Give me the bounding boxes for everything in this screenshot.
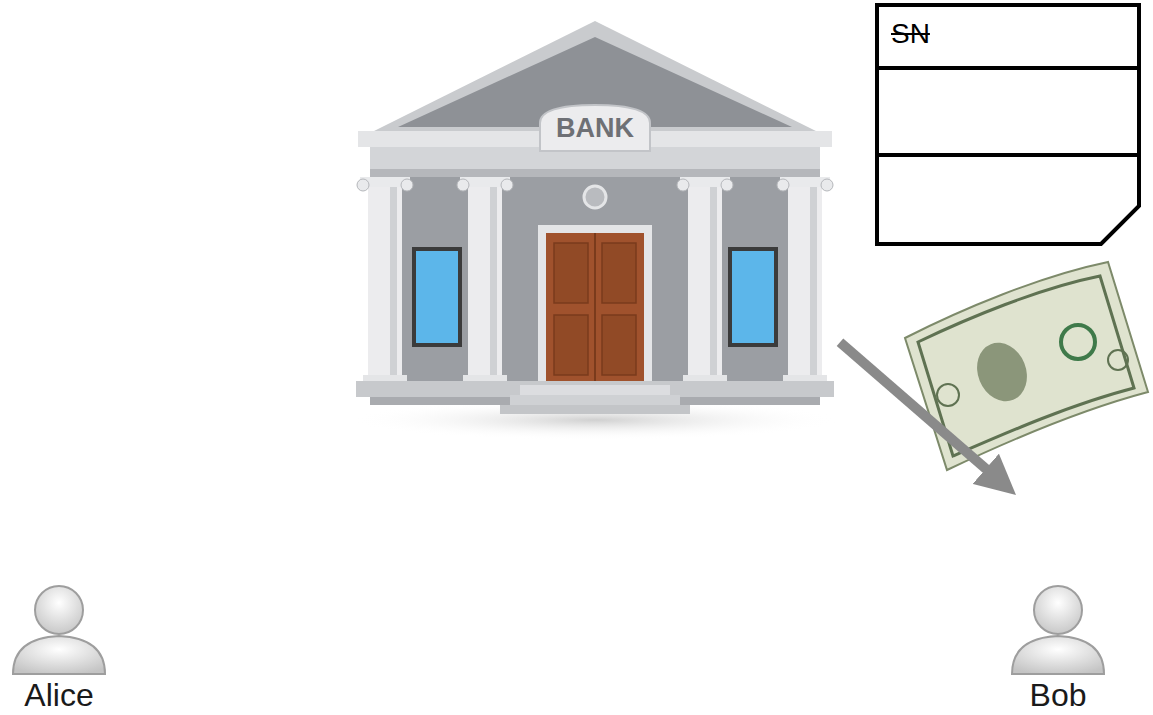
ground-shadow (350, 400, 840, 440)
column-scroll (357, 179, 369, 191)
ledger-outline (877, 5, 1139, 244)
bill-number-circle (1108, 350, 1128, 370)
bill-paper (905, 262, 1148, 470)
column-shaft (368, 187, 402, 377)
ledger-row-line (877, 66, 1139, 70)
bill-border (918, 276, 1134, 456)
door-panel (602, 243, 636, 303)
column-scroll (401, 179, 413, 191)
step (510, 395, 680, 405)
column-shade (390, 187, 397, 377)
bill-portrait (969, 335, 1036, 409)
column-scroll (457, 179, 469, 191)
column-shade (490, 187, 497, 377)
column-shaft (468, 187, 502, 377)
node-label: Bob (998, 676, 1118, 714)
step (520, 385, 670, 395)
round-window (584, 186, 606, 208)
column-scroll (677, 179, 689, 191)
person-head (35, 586, 83, 634)
ledger-table: SN (875, 3, 1141, 246)
bill-seal (1061, 325, 1095, 359)
column-scroll (821, 179, 833, 191)
person-body (1012, 636, 1104, 674)
plinth (356, 381, 834, 397)
column-scroll (777, 179, 789, 191)
node-label: BANK (540, 107, 650, 149)
door-panel (554, 315, 588, 375)
bank-building: BANK (350, 15, 840, 440)
column-scroll (721, 179, 733, 191)
person-icon: Bob (998, 495, 1118, 715)
bank-sign (540, 105, 650, 151)
ledger-row-line (877, 153, 1139, 157)
entablature-band (370, 169, 820, 177)
arrow-connector (840, 342, 990, 472)
door (546, 233, 644, 385)
window-frame (728, 247, 778, 347)
column-shaft (788, 187, 822, 377)
column-shaft (688, 187, 722, 377)
node-label: Alice (0, 676, 118, 714)
door-split (594, 233, 596, 385)
column-scroll (501, 179, 513, 191)
node-label: SN (891, 17, 930, 51)
person-body (13, 636, 105, 674)
column-shade (710, 187, 717, 377)
door-frame (538, 225, 652, 385)
dollar-bill (905, 262, 1148, 470)
door-panel (554, 243, 588, 303)
window-frame (412, 247, 462, 347)
person-head (1034, 586, 1082, 634)
window-glass (732, 251, 774, 343)
window-glass (416, 251, 458, 343)
step (500, 405, 690, 414)
node-outline (350, 15, 840, 440)
person-icon: Alice (0, 580, 118, 715)
bill-number-circle (937, 384, 959, 406)
door-panel (602, 315, 636, 375)
column-shade (810, 187, 817, 377)
